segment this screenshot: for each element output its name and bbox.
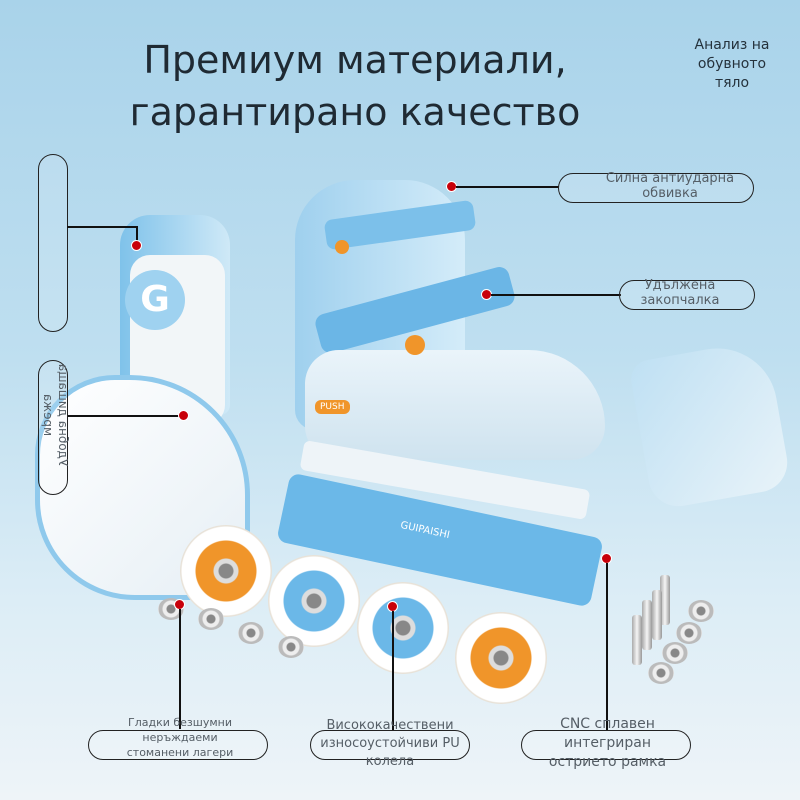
callout-shell-pill xyxy=(558,173,754,203)
leader-line xyxy=(491,294,621,296)
wheel-image xyxy=(357,582,449,674)
leader-line xyxy=(392,611,394,731)
axle-image xyxy=(642,600,652,650)
headline: Премиум материали, гарантирано качество xyxy=(120,34,590,138)
leader-line xyxy=(68,415,184,417)
axle-image xyxy=(652,590,662,640)
leader-line xyxy=(606,563,608,730)
callout-mesh-pill xyxy=(38,360,68,495)
bearing-image xyxy=(198,608,224,630)
liner-logo: G xyxy=(125,270,185,330)
callout-wheels-label: Висококачествени износоустойчиви PU коле… xyxy=(320,718,460,769)
callout-bearings-pill xyxy=(88,730,268,760)
bearing-image xyxy=(662,642,688,664)
callout-buckle-pill xyxy=(619,280,755,310)
bearing-image xyxy=(238,622,264,644)
bearing-image xyxy=(676,622,702,644)
callout-buckle-label: Удължена закопчалка xyxy=(640,278,720,308)
axle-image xyxy=(660,575,670,625)
bearing-image xyxy=(278,636,304,658)
leader-line xyxy=(67,226,137,228)
callout-wheels-pill xyxy=(310,730,470,760)
bearing-image xyxy=(648,662,674,684)
corner-label: Анализ на обувното тяло xyxy=(694,37,770,91)
callout-frame-pill xyxy=(521,730,691,760)
wheel-image xyxy=(180,525,272,617)
callout-shell-label: Силна антиударна обвивка xyxy=(605,171,735,201)
marker-dot xyxy=(178,410,189,421)
skate-boot-image: PUSH xyxy=(285,170,605,470)
leader-line xyxy=(179,609,181,729)
leader-line xyxy=(136,226,138,246)
marker-dot xyxy=(131,240,142,251)
axle-image xyxy=(632,615,642,665)
callout-bearings-label: Гладки безшумни неръждаеми стоманени лаг… xyxy=(126,716,234,759)
wheel-image xyxy=(268,555,360,647)
bearing-image xyxy=(688,600,714,622)
callout-mesh-label: Удобна дишаща мрежа xyxy=(41,363,70,467)
cuff-image xyxy=(628,338,792,512)
callout-liner-pill xyxy=(38,154,68,332)
leader-line xyxy=(456,186,559,188)
headline-line-1: Премиум материали, xyxy=(143,38,567,82)
headline-line-2: гарантирано качество xyxy=(129,90,581,134)
push-label: PUSH xyxy=(315,400,350,414)
callout-frame-label: CNC сплавен интегриран острието рамка xyxy=(548,716,667,770)
wheel-image xyxy=(455,612,547,704)
